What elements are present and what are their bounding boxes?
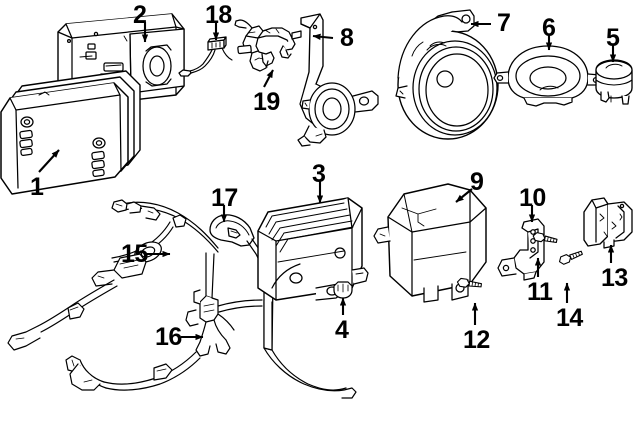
part-8-speaker-bracket [291,13,379,147]
callout-leader-lines [38,20,617,341]
leader-arrow-19 [263,69,274,88]
callout-11: 11 [527,278,553,306]
callout-5: 5 [606,24,620,52]
callout-8: 8 [340,24,354,52]
callout-17: 17 [211,184,238,212]
callout-16: 16 [155,323,182,351]
part-7-door-speaker [395,9,499,140]
part-1-radio-faceplate [0,70,141,195]
callout-18: 18 [205,1,232,29]
leader-arrow-1 [38,149,60,173]
callout-1: 1 [30,173,44,201]
part-19-feeder-cable [234,19,296,72]
callout-12: 12 [463,326,490,354]
callout-6: 6 [542,14,556,42]
callout-14: 14 [556,304,583,332]
callout-9: 9 [470,168,484,196]
callout-19: 19 [253,88,280,116]
part-14-bolt [557,248,584,267]
callout-10: 10 [519,184,546,212]
callout-13: 13 [601,264,628,292]
callout-2: 2 [133,1,147,29]
part-18-microphone [178,36,233,77]
part-5-tweeter [595,59,633,105]
part-9-control-module [373,183,487,303]
callout-15: 15 [121,240,148,268]
part-15-16-wiring-harness [7,199,357,399]
part-13-antenna-amplifier [583,197,633,249]
leader-arrow-9 [455,188,473,203]
part-4-flange-nut [333,281,353,299]
part-6-dash-speaker [493,45,604,107]
callout-7: 7 [497,9,511,37]
leader-arrow-8 [312,33,334,40]
callout-4: 4 [335,316,349,344]
callout-3: 3 [312,160,326,188]
